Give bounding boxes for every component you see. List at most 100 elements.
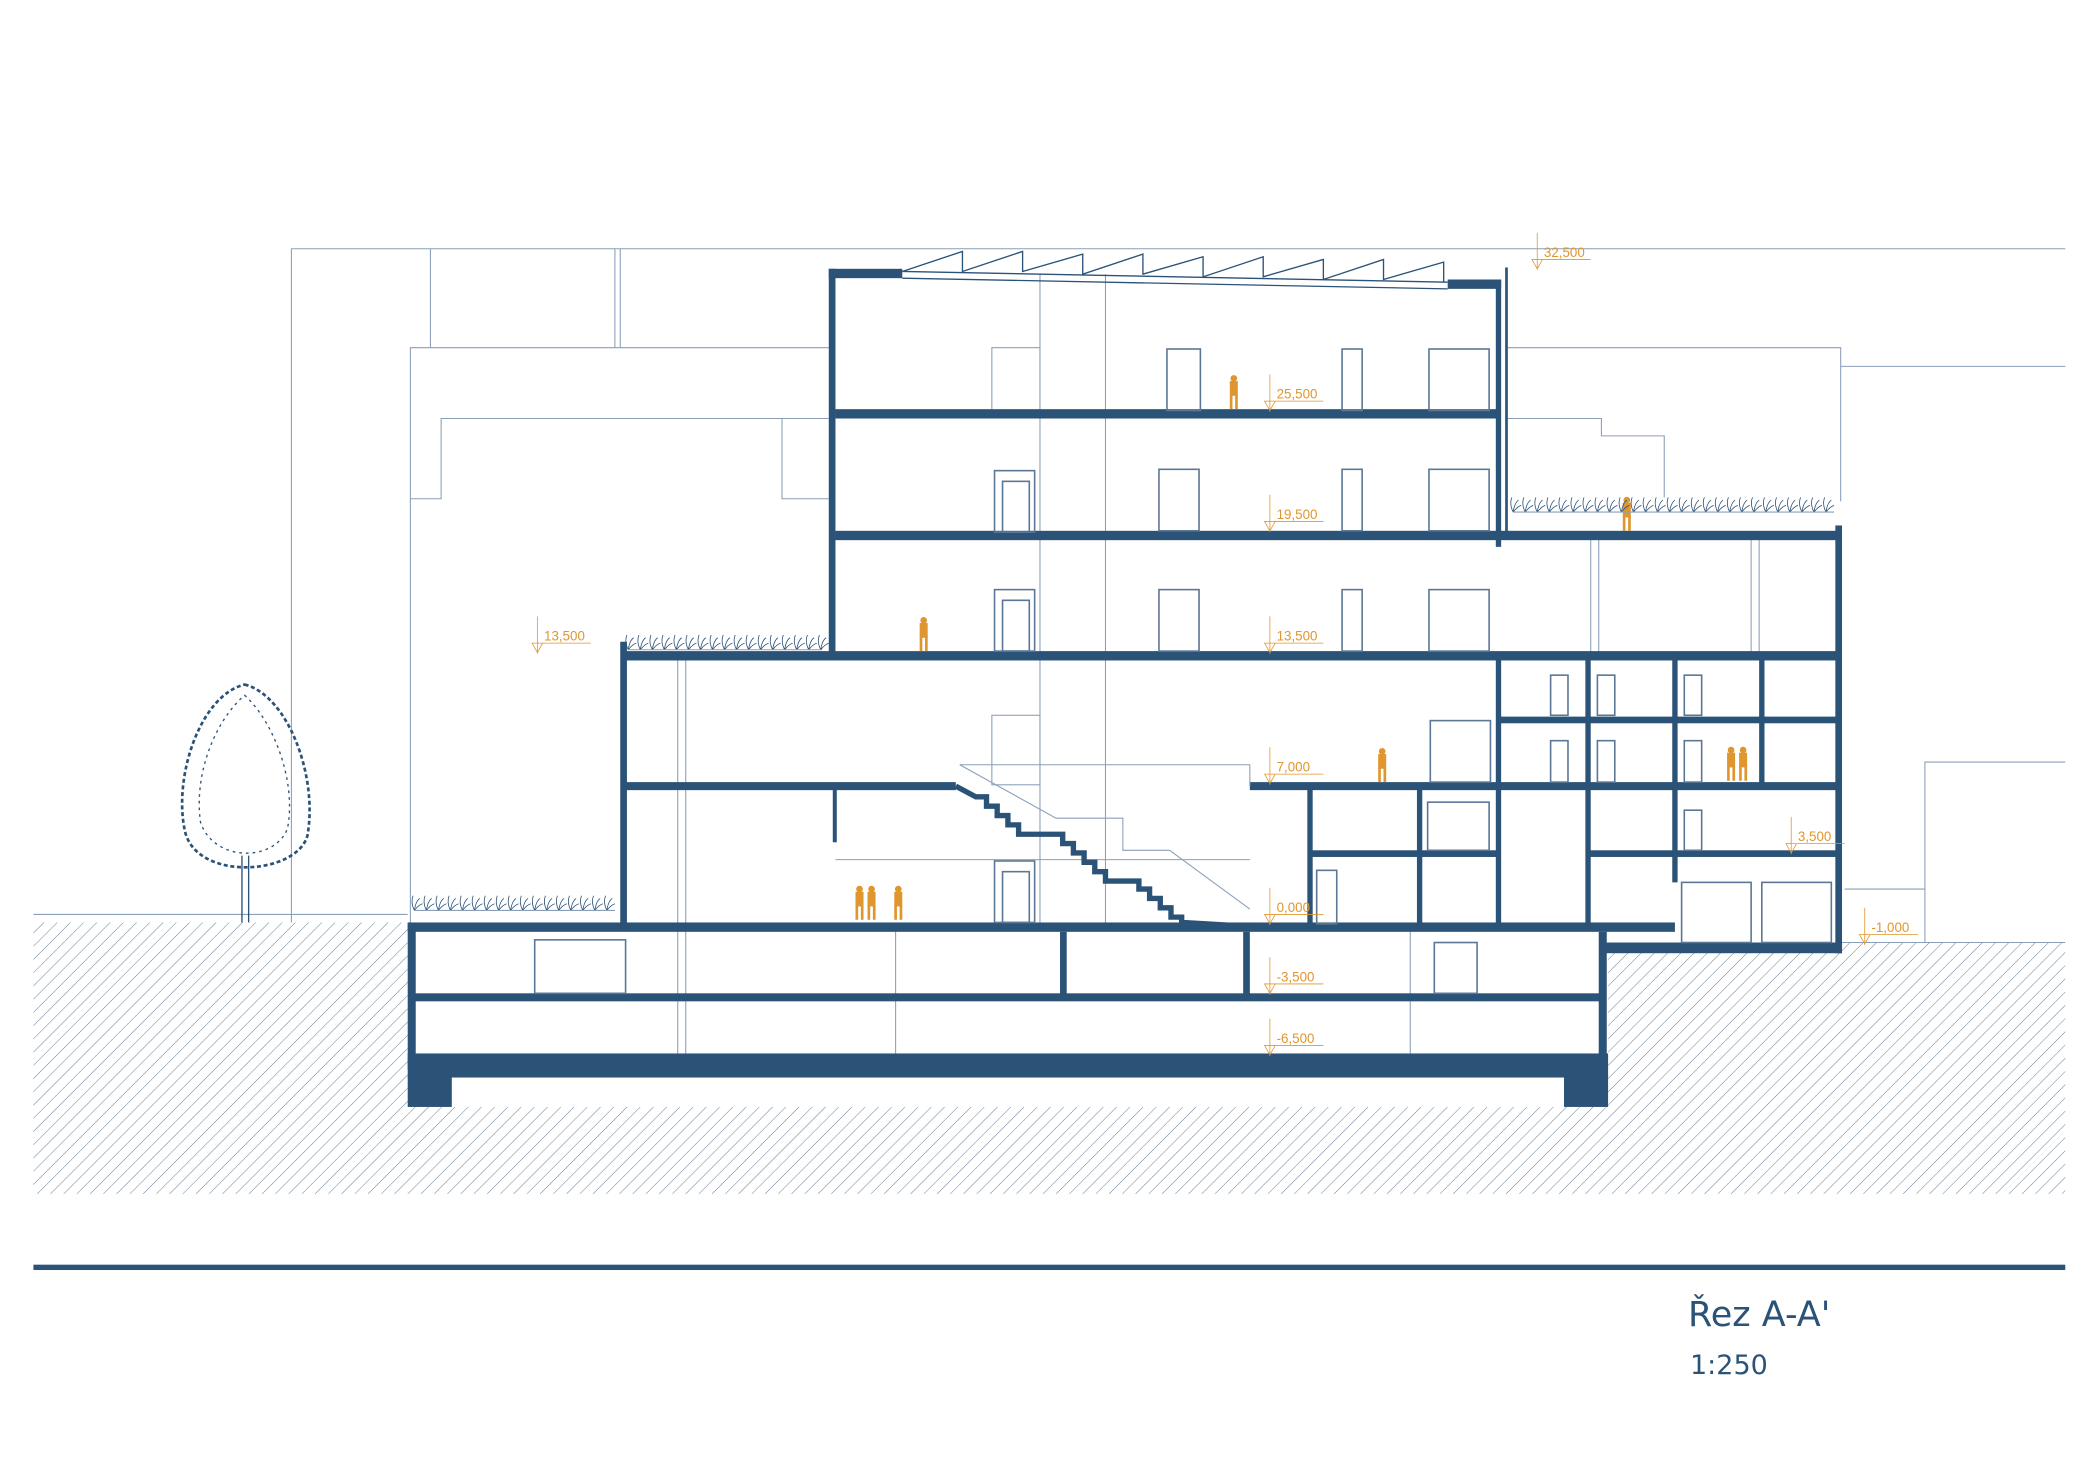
plant-icon (721, 634, 733, 651)
elevation-arrow-icon (1263, 887, 1324, 926)
plant-icon (1594, 497, 1606, 513)
plant-icon (685, 634, 697, 651)
doors (533, 348, 1833, 995)
elevation-label: 0,000 (1277, 900, 1310, 915)
plant-icon (1702, 497, 1714, 513)
plant-icon (1522, 497, 1534, 513)
person-icon (867, 885, 876, 920)
plant-icon (1763, 497, 1774, 513)
plant-icon (1714, 497, 1726, 513)
plant-icon (1823, 497, 1835, 513)
plant-icon (471, 895, 483, 911)
person-icon (894, 885, 903, 920)
plant-icon (567, 895, 579, 911)
elevation-label: -1,000 (1871, 920, 1909, 935)
plant-icon (604, 895, 616, 911)
elevation-marker: 13,500 (531, 616, 591, 654)
elevation-label: 7,000 (1277, 759, 1310, 774)
plant-icon (673, 634, 685, 651)
sawtooth-skylights (902, 250, 1448, 290)
plant-icon (769, 634, 781, 651)
people-figures (855, 375, 1748, 920)
background-buildings (290, 248, 2066, 1057)
person-icon (1378, 748, 1387, 783)
elevation-arrow-icon (1785, 816, 1845, 855)
title-rule (33, 1264, 2066, 1271)
elevation-marker: 7,000 (1263, 747, 1324, 785)
plant-icon (697, 634, 709, 651)
plant-icon (459, 895, 471, 911)
elevation-marker: 0,000 (1263, 887, 1324, 926)
staircase (954, 764, 1251, 930)
plant-icon (1558, 497, 1570, 513)
plant-icon (1582, 497, 1594, 513)
plant-icon (637, 634, 649, 651)
plant-icon (1799, 497, 1811, 513)
elevation-marker: -6,500 (1263, 1018, 1324, 1057)
plant-icon (625, 634, 637, 651)
plant-icon (757, 634, 769, 651)
plant-icon (1642, 497, 1654, 513)
elevation-arrow-icon (1263, 374, 1324, 412)
plant-icon (1726, 497, 1738, 513)
walls (407, 267, 1843, 1070)
plant-icon (1510, 497, 1522, 513)
elevation-marker: 19,500 (1263, 494, 1324, 533)
elevation-marker: -3,500 (1263, 957, 1324, 995)
plant-icon (661, 634, 673, 651)
plant-icon (1750, 497, 1762, 513)
elevation-label: 13,500 (1277, 628, 1318, 643)
elevation-arrow-icon (531, 616, 591, 654)
section-title: Řez A-A' (1688, 1295, 1831, 1335)
elevation-marker: 3,500 (1785, 816, 1845, 855)
plant-icon (733, 634, 745, 651)
plant-icon (519, 895, 531, 911)
plant-icon (745, 634, 757, 651)
tree-icon (180, 683, 311, 923)
elevation-marker: 25,500 (1263, 374, 1324, 412)
elevation-arrow-icon (1263, 494, 1324, 533)
plant-icon (1666, 497, 1678, 513)
plant-icon (435, 895, 447, 911)
plant-icon (1775, 497, 1787, 513)
plant-icon (805, 634, 817, 651)
elevation-arrow-icon (1531, 232, 1591, 271)
plant-icon (543, 895, 555, 911)
elevation-marker: -1,000 (1858, 907, 1919, 946)
plant-icon (580, 895, 591, 911)
plant-icon (447, 895, 459, 911)
plant-icon (649, 634, 661, 651)
plant-icon (1738, 497, 1750, 513)
green-roof-plants (411, 497, 1835, 911)
drawing-scale: 1:250 (1690, 1350, 1768, 1381)
ground-hatch (33, 913, 2066, 1194)
elevation-arrow-icon (1263, 1018, 1324, 1057)
elevation-label: -6,500 (1277, 1031, 1315, 1046)
plant-icon (1678, 497, 1690, 513)
plant-icon (1546, 497, 1558, 513)
plant-icon (1618, 497, 1630, 513)
plant-icon (411, 895, 423, 911)
plant-icon (1811, 497, 1823, 513)
plant-icon (1534, 497, 1546, 513)
plant-icon (423, 895, 435, 911)
elevation-marker: 13,500 (1263, 616, 1324, 654)
elevation-arrow-icon (1858, 907, 1919, 946)
plant-icon (507, 895, 519, 911)
elevation-marker: 32,500 (1531, 232, 1591, 271)
floor-slabs (407, 268, 1843, 1107)
plant-icon (1570, 497, 1582, 513)
plant-icon (1654, 497, 1666, 513)
plant-icon (483, 895, 495, 911)
plant-icon (531, 895, 543, 911)
person-icon (1727, 746, 1736, 781)
plant-icon (793, 634, 805, 651)
elevation-label: 13,500 (544, 628, 585, 643)
plant-icon (592, 895, 604, 911)
plant-icon (495, 895, 507, 911)
plant-icon (709, 634, 721, 651)
elevation-arrow-icon (1263, 747, 1324, 785)
person-icon (1622, 496, 1631, 531)
elevation-arrow-icon (1263, 616, 1324, 654)
